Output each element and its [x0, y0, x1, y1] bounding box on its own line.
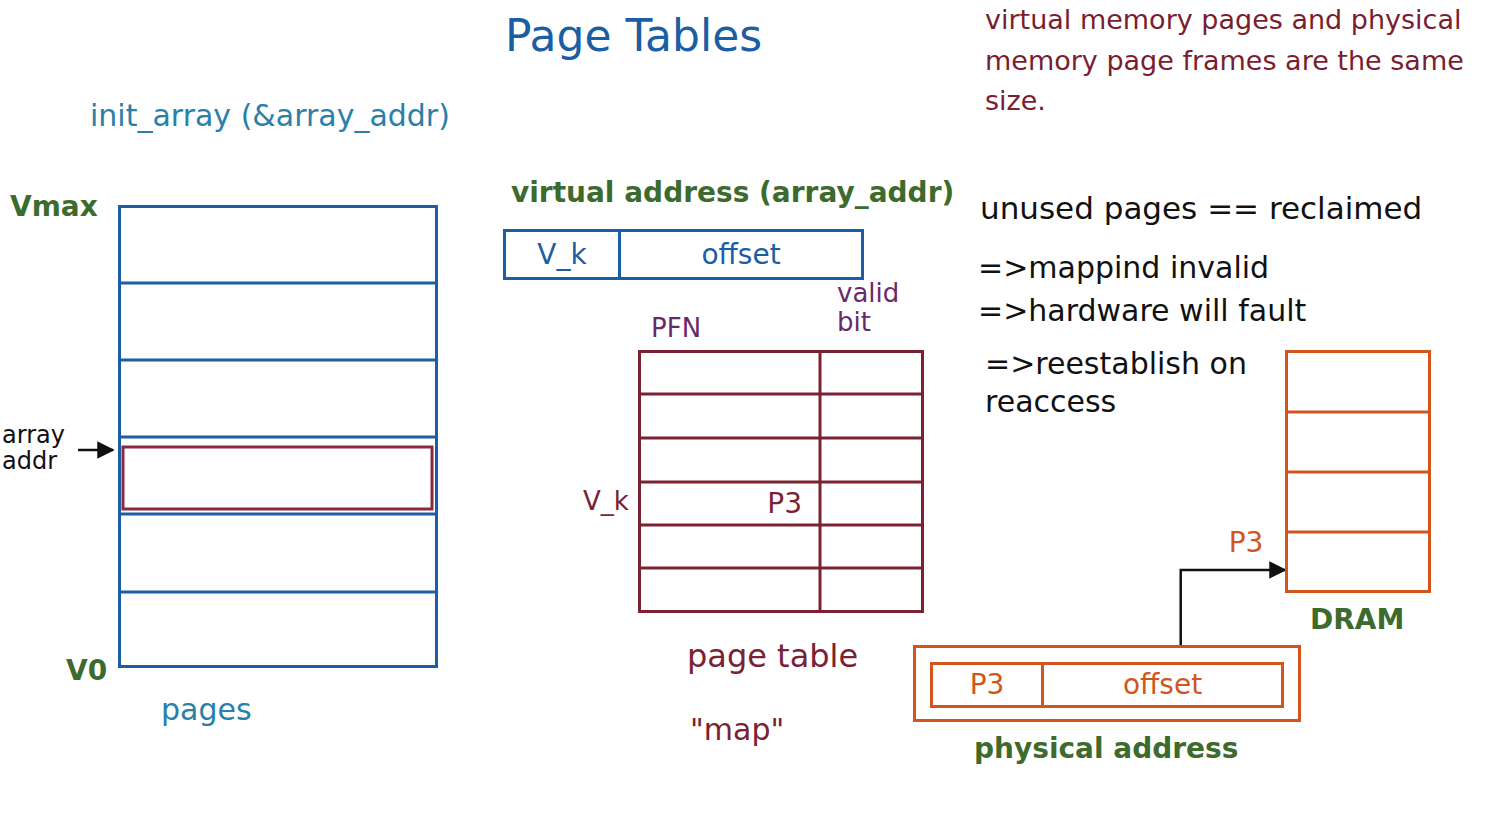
column-caption: pages: [161, 692, 252, 728]
virtual-address-box: virtual address (array_addr)V_koffset: [503, 229, 864, 280]
table-alias: "map": [690, 712, 784, 748]
pfn-field: P3: [930, 662, 1044, 708]
box-caption: physical address: [974, 732, 1238, 766]
column-header: valid bit: [837, 279, 932, 336]
field-text: P3: [933, 665, 1041, 705]
dram-frames: [1285, 412, 1430, 532]
mapping-arrow: [1181, 570, 1285, 645]
edge-label: P3: [1229, 526, 1264, 560]
offset-field: offset: [621, 232, 861, 277]
page-rows: [118, 283, 438, 592]
title: Page Tables: [505, 10, 762, 63]
pfn-entry: P3: [641, 483, 820, 525]
offset-field: offset: [1041, 662, 1284, 708]
pointer-label: array addr: [2, 422, 76, 475]
field-text: offset: [621, 232, 861, 277]
field-text: offset: [1044, 665, 1281, 705]
page-table-grid: [638, 350, 923, 612]
physical-address-box: physical addressP3offset: [913, 645, 1301, 722]
box-heading: virtual address (array_addr): [511, 176, 954, 210]
page-table-box: PFNvalid bitpage tableP3: [638, 350, 924, 613]
note: unused pages == reclaimed: [980, 190, 1422, 227]
entry-text: P3: [641, 483, 802, 525]
note: =>mappind invalid: [978, 250, 1269, 286]
box-caption: DRAM: [1310, 603, 1404, 637]
vpn-field: V_k: [506, 232, 621, 277]
note: =>hardware will fault: [978, 293, 1306, 329]
address-bound: Vmax: [10, 190, 98, 224]
function-call: init_array (&array_addr): [90, 98, 450, 134]
virtual-memory-column: pages: [118, 205, 438, 668]
field-text: V_k: [506, 232, 618, 277]
array-page-highlight: [123, 447, 432, 509]
table-caption: page table: [687, 637, 858, 675]
row-label: V_k: [583, 486, 629, 517]
pointer-arrow: [78, 449, 113, 452]
address-bound: V0: [66, 654, 107, 688]
column-header: PFN: [651, 313, 701, 344]
note: virtual memory pages and physical memory…: [985, 0, 1490, 122]
note: =>reestablish on reaccess: [985, 345, 1247, 420]
dram-box: DRAM: [1285, 350, 1431, 593]
